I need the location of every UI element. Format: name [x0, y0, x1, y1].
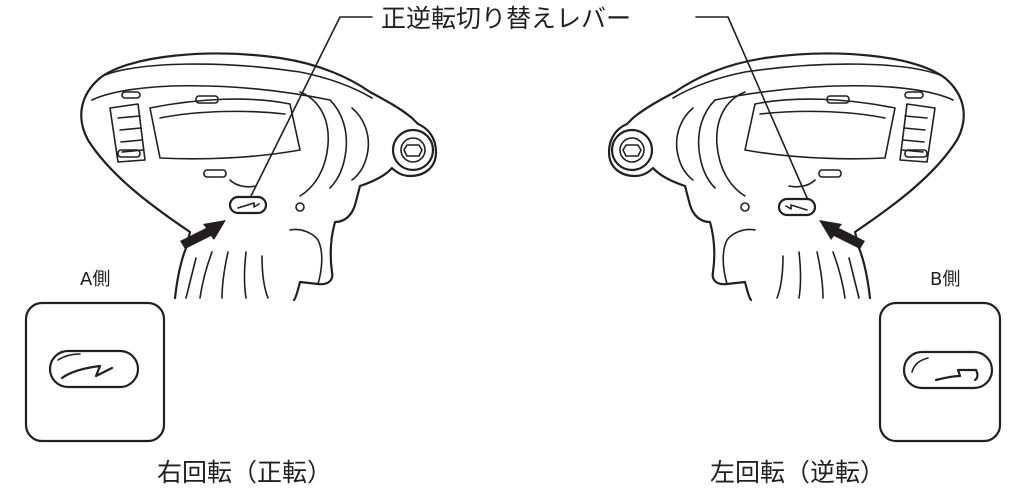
side-a-label: A側	[80, 269, 111, 290]
left-tool-illustration	[80, 52, 438, 302]
right-tool-illustration	[607, 52, 965, 302]
reverse-lever-title: 正逆転切り替えレバー	[375, 6, 638, 31]
push-arrow-left	[180, 220, 226, 249]
push-arrow-right	[819, 220, 865, 249]
detail-box-b	[878, 301, 1002, 443]
leader-lines	[249, 16, 809, 201]
forward-rotation-caption: 右回転（正転）	[157, 458, 333, 487]
detail-box-a	[24, 301, 166, 443]
side-b-label: B側	[930, 269, 961, 290]
reverse-rotation-caption: 左回転（逆転）	[710, 458, 886, 487]
